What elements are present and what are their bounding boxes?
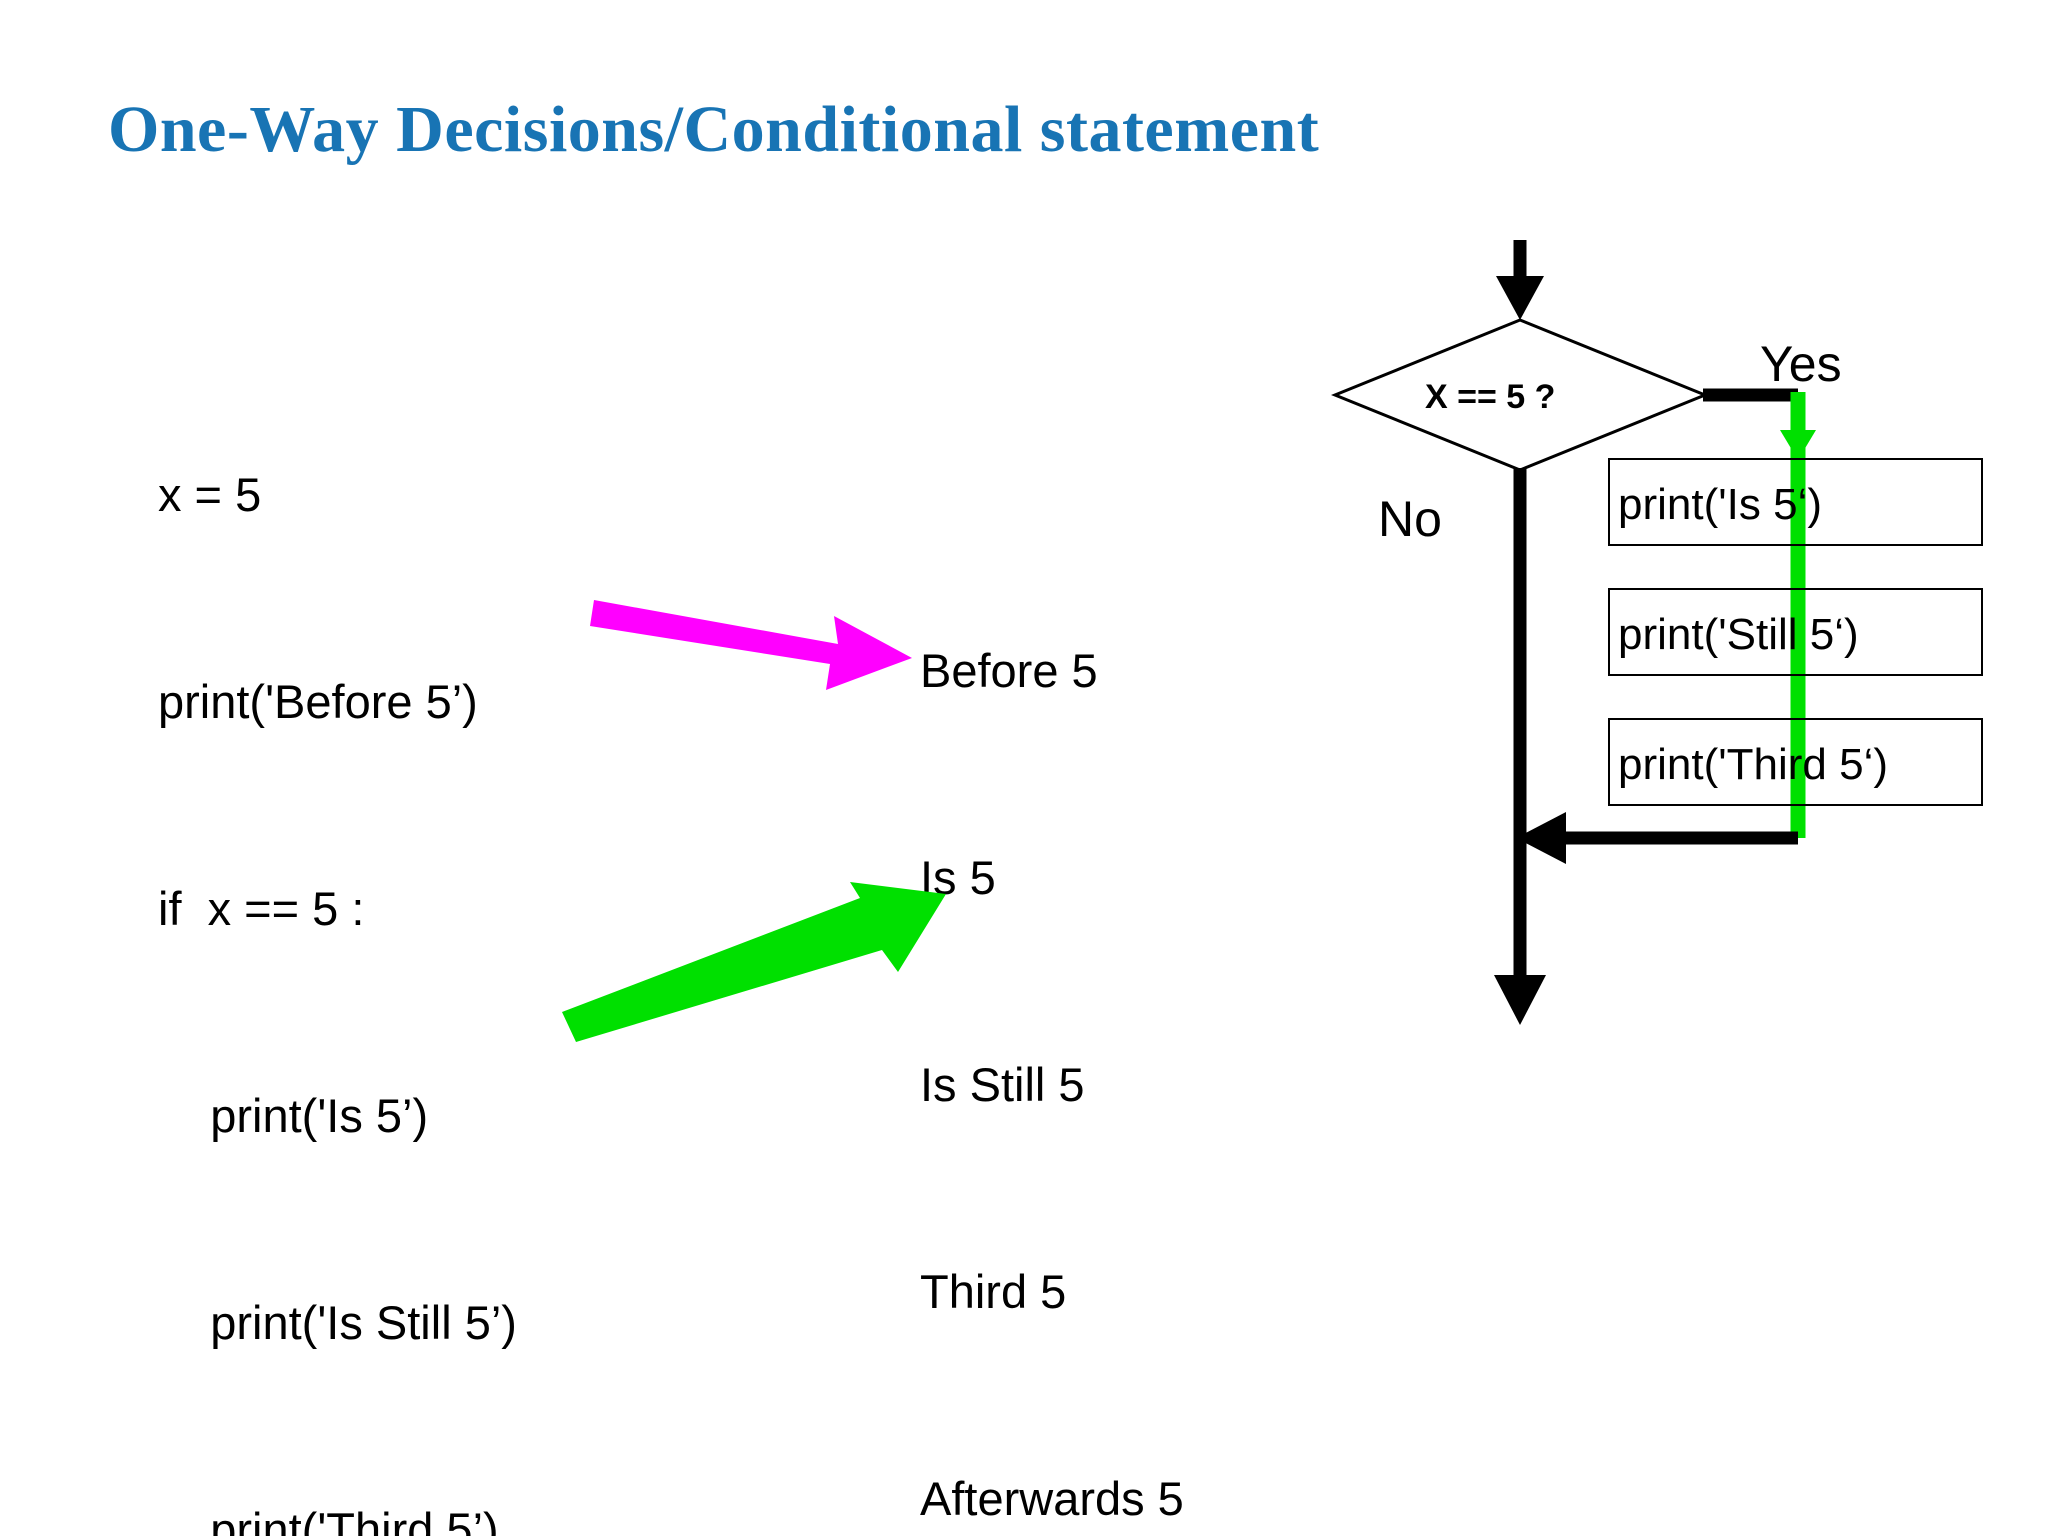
process-box (1608, 458, 1983, 546)
no-branch-label: No (1378, 491, 1442, 547)
merge-arrow-head (1516, 812, 1566, 864)
code-line: print('Is 5’) (158, 1089, 429, 1142)
entry-arrow-icon (1496, 240, 1544, 320)
magenta-annotation-arrow (590, 600, 912, 690)
python-code-block: x = 5 print('Before 5’) if x == 5 : prin… (158, 322, 564, 1536)
output-line: Before 5 (920, 644, 1098, 697)
flowchart-graphics (1331, 240, 1816, 1025)
code-line: print('Before 5’) (158, 675, 478, 728)
code-line: print('Is Still 5’) (158, 1296, 517, 1349)
code-line: x = 5 (158, 468, 262, 521)
output-line: Third 5 (920, 1265, 1067, 1318)
process-box-label: print('Third 5‘) (1618, 740, 1889, 789)
decision-condition-label: X == 5 ? (1425, 378, 1556, 416)
yes-branch-label: Yes (1760, 336, 1842, 392)
green-annotation-arrow (562, 882, 946, 1042)
process-box-label: print('Is 5‘) (1618, 480, 1822, 529)
process-box (1608, 718, 1983, 806)
code-line: print('Third 5’) (158, 1503, 499, 1536)
code-line: if x == 5 : (158, 882, 365, 935)
process-box-label: print('Still 5‘) (1618, 610, 1859, 659)
yes-path-arrowhead (1780, 430, 1816, 460)
one-way-decision-flowchart: X == 5 ? Yes No print('Is 5‘) print('Sti… (1330, 240, 2048, 1050)
page-title: One-Way Decisions/Conditional statement (108, 93, 1320, 166)
output-line: Afterwards 5 (920, 1472, 1184, 1525)
output-line: Is Still 5 (920, 1058, 1085, 1111)
output-line: Is 5 (920, 851, 996, 904)
process-box (1608, 588, 1983, 676)
no-path-arrowhead (1494, 975, 1546, 1025)
program-output-block: Before 5 Is 5 Is Still 5 Third 5 Afterwa… (920, 498, 1184, 1536)
